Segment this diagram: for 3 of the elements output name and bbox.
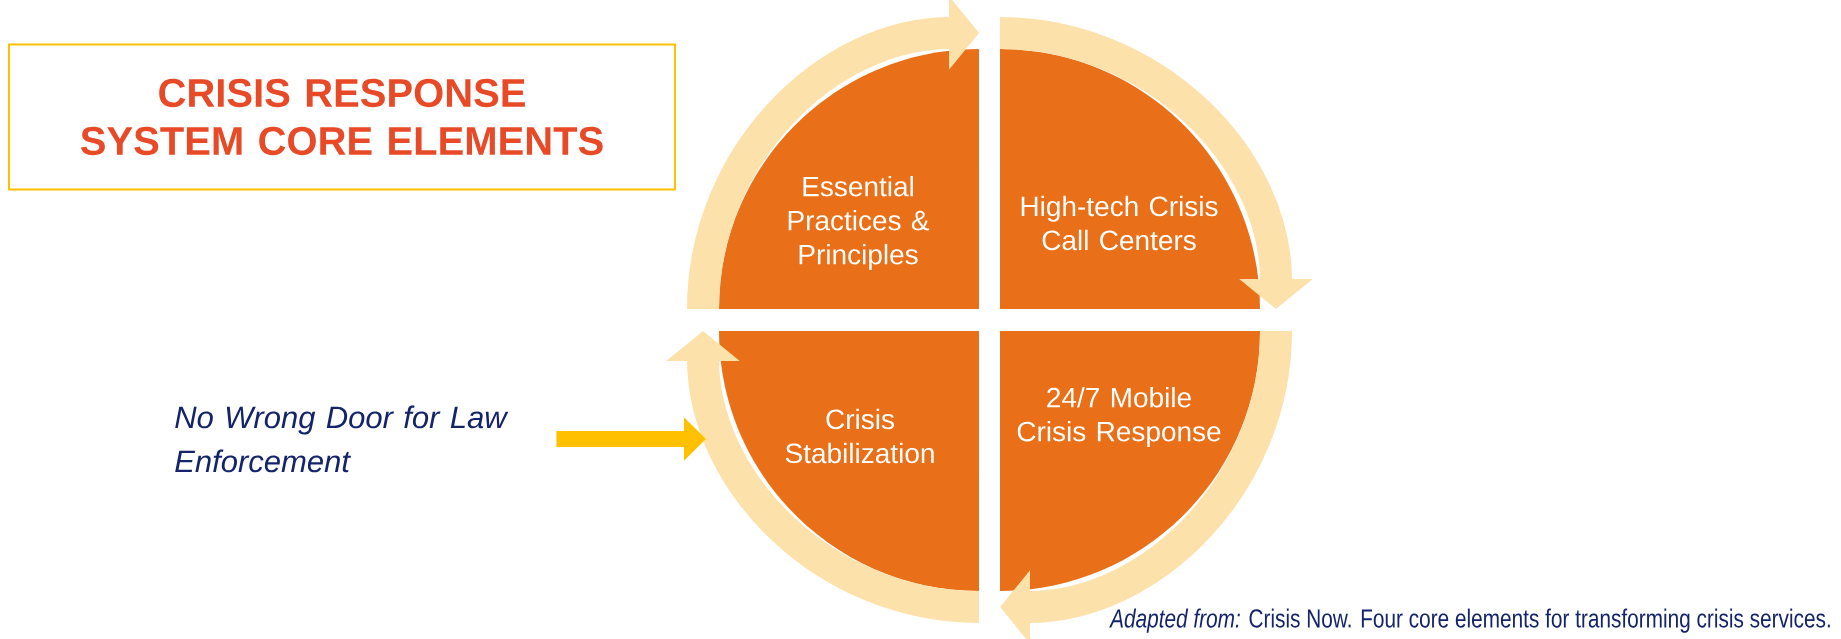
source-caption: Adapted from: Crisis Now. Four core elements for transforming crisis services. — [1109, 608, 1830, 633]
side-note: No Wrong Door for Law Enforcement — [175, 405, 509, 473]
title-box: CRISIS RESPONSE SYSTEM CORE ELEMENTS — [8, 43, 676, 191]
